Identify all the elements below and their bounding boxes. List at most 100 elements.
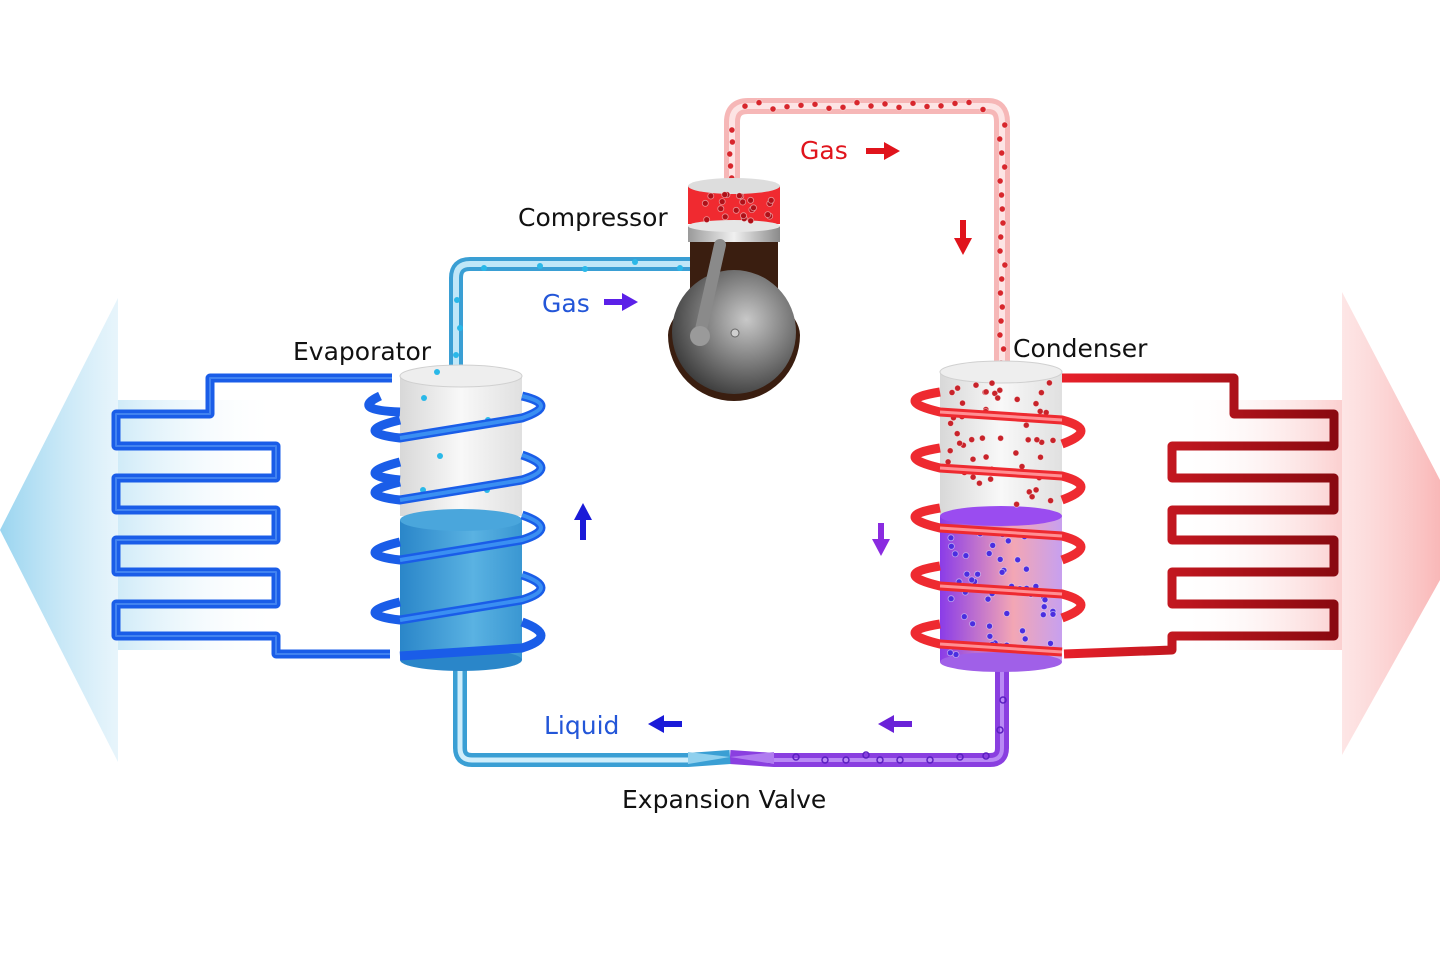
gas-particle: [968, 436, 976, 444]
liquid-particle: [952, 651, 960, 658]
flow-arrow-left-liquid: [648, 715, 682, 733]
flow-arrow-cold-gas: [604, 293, 638, 311]
label-cold-gas: Gas: [542, 289, 590, 318]
gas-particle: [998, 275, 1006, 283]
gas-particle: [1046, 379, 1053, 387]
liquid-particle: [1049, 610, 1057, 618]
gas-particle: [997, 233, 1005, 241]
gas-particle: [747, 217, 755, 225]
gas-particle: [797, 101, 805, 109]
liquid-particle: [968, 576, 976, 584]
liquid-particle: [985, 550, 993, 557]
gas-particle: [1036, 407, 1044, 415]
gas-particle: [982, 453, 990, 461]
gas-particle: [895, 104, 903, 111]
gas-particle: [953, 430, 961, 438]
gas-particle: [881, 100, 889, 108]
gas-particle: [728, 126, 736, 134]
gas-particle: [739, 198, 747, 206]
gas-particle: [909, 99, 917, 107]
label-expansion-valve: Expansion Valve: [622, 785, 826, 814]
liquid-particle: [1014, 556, 1022, 564]
liquid-particle: [989, 542, 997, 549]
gas-particle: [769, 105, 777, 113]
gas-particle: [767, 196, 775, 204]
gas-particle: [755, 99, 763, 106]
gas-particle: [701, 199, 709, 207]
gas-particle: [996, 177, 1004, 185]
gas-particle: [923, 103, 931, 110]
gas-particle: [948, 389, 956, 396]
gas-particle: [1013, 395, 1021, 403]
gas-particle: [1000, 345, 1007, 353]
flow-arrow-down-warm: [872, 523, 890, 556]
gas-particle: [987, 475, 994, 483]
gas-particle: [1012, 449, 1020, 457]
liquid-particle: [963, 570, 971, 578]
gas-particle: [839, 103, 847, 111]
gas-particle: [736, 192, 743, 200]
gas-particle: [1024, 436, 1032, 444]
gas-particle: [783, 103, 791, 111]
cold-gas-pipe: [449, 257, 694, 372]
gas-particle: [717, 205, 725, 213]
gas-particle: [1032, 400, 1040, 408]
heat-released-arrow: [1180, 292, 1440, 755]
gas-particle: [707, 192, 715, 200]
gas-particle: [969, 473, 977, 481]
label-evaporator: Evaporator: [293, 337, 432, 366]
hot-gas-pipe: [724, 98, 1010, 372]
warm-liquid-pipe: [729, 668, 1009, 767]
label-condenser: Condenser: [1013, 334, 1148, 363]
liquid-particle: [947, 534, 955, 542]
liquid-particle: [996, 556, 1004, 563]
gas-particle: [726, 150, 734, 158]
gas-particle: [1032, 486, 1040, 494]
gas-particle: [1018, 463, 1026, 470]
gas-particle: [996, 247, 1004, 255]
gas-particle: [727, 162, 734, 170]
liquid-particle: [948, 542, 955, 550]
liquid-particle: [974, 570, 981, 578]
liquid-particle: [1039, 611, 1047, 619]
condenser-fin-coil: [1060, 373, 1339, 659]
gas-particle: [982, 388, 990, 396]
expansion-valve: [688, 752, 730, 764]
liquid-particle: [1041, 596, 1049, 604]
flow-arrow-left-warm: [878, 715, 912, 733]
gas-particle: [999, 219, 1007, 227]
gas-particle: [969, 455, 977, 463]
flow-arrow-hot-gas: [866, 142, 900, 160]
gas-particle: [721, 191, 729, 199]
gas-particle: [1001, 121, 1009, 129]
gas-particle: [997, 289, 1004, 297]
liquid-particle: [960, 613, 968, 620]
liquid-particle: [1003, 610, 1011, 617]
gas-particle: [732, 206, 740, 214]
liquid-particle: [984, 595, 992, 603]
gas-particle: [947, 419, 954, 427]
gas-particle: [1049, 436, 1057, 444]
gas-particle: [998, 149, 1006, 157]
gas-particle: [937, 102, 945, 110]
liquid-particle: [986, 622, 993, 630]
gas-particle: [764, 211, 772, 219]
liquid-particle: [946, 649, 954, 657]
gas-particle: [997, 317, 1005, 325]
gas-particle: [997, 434, 1004, 442]
label-liquid: Liquid: [544, 711, 619, 740]
gas-particle: [1038, 389, 1045, 397]
gas-particle: [1047, 497, 1054, 505]
liquid-particle: [1004, 537, 1012, 545]
liquid-particle: [1023, 565, 1030, 573]
flow-arrow-up-cold: [574, 503, 592, 540]
liquid-particle: [1021, 635, 1029, 643]
gas-particle: [956, 439, 963, 447]
gas-particle: [972, 381, 980, 389]
liquid-particle: [1047, 640, 1054, 647]
gas-particle: [867, 102, 875, 110]
gas-particle: [1028, 493, 1036, 501]
gas-particle: [747, 196, 754, 204]
gas-particle: [988, 379, 996, 387]
